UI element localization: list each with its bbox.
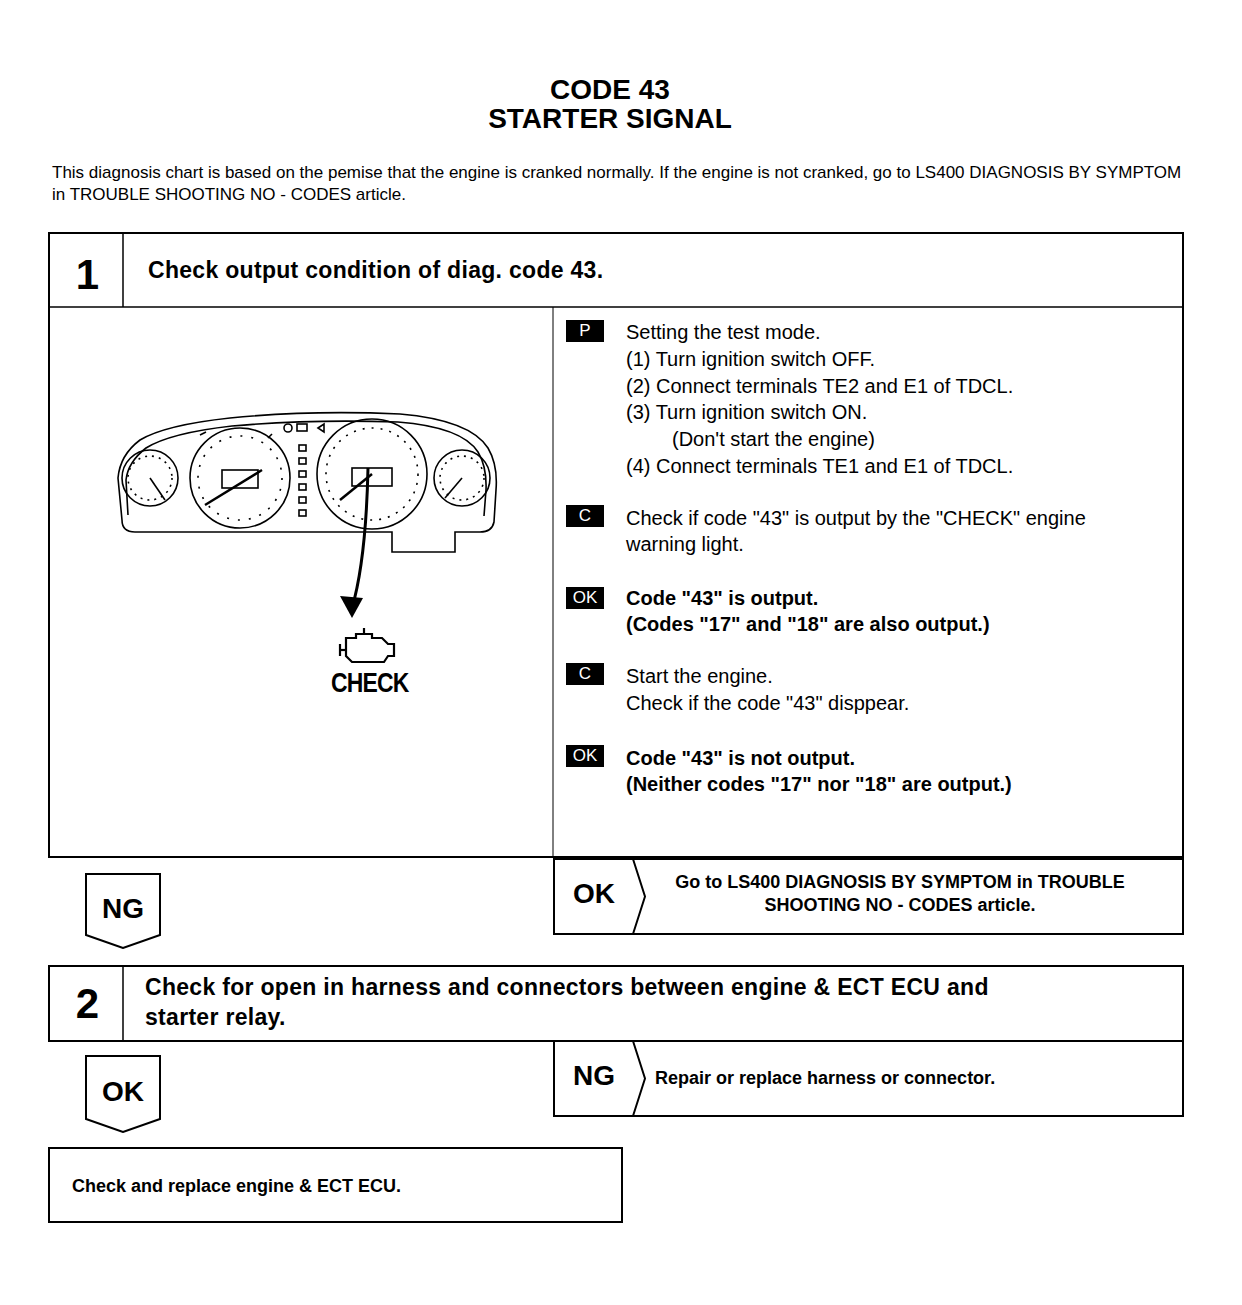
outline xyxy=(86,1056,160,1132)
instruction: Setting the test mode. xyxy=(626,319,1166,345)
action-text: Repair or replace harness or connector. xyxy=(655,1067,1155,1090)
result-text: Code "43" is output. xyxy=(626,585,1166,611)
action-text: Check and replace engine & ECT ECU. xyxy=(72,1175,612,1198)
divider xyxy=(48,306,1183,308)
result-text: Code "43" is not output. xyxy=(626,745,1166,771)
result-tag: NG xyxy=(85,873,161,949)
instruction: Check if the code "43" disppear. xyxy=(626,690,1166,716)
action-text: Go to LS400 DIAGNOSIS BY SYMPTOM in TROU… xyxy=(661,871,1139,918)
diagram-title: CODE 43 xyxy=(0,72,1220,108)
step-box: 2 Check for open in harness and connector… xyxy=(48,965,1184,1042)
pointer-arrow xyxy=(352,468,368,608)
result-word: OK xyxy=(559,876,629,912)
mode-badge: OK xyxy=(566,745,604,767)
instruction: Start the engine. xyxy=(626,663,1166,689)
step-number: 1 xyxy=(50,248,125,303)
step-title: Check output condition of diag. code 43. xyxy=(148,256,1048,286)
instruction: (Don't start the engine) xyxy=(672,426,1166,452)
result-word: NG xyxy=(85,891,161,927)
result-word: NG xyxy=(559,1058,629,1094)
result-box: OK Go to LS400 DIAGNOSIS BY SYMPTOM in TR… xyxy=(553,858,1184,935)
final-box: Check and replace engine & ECT ECU. xyxy=(48,1147,623,1223)
step-title: Check for open in harness and connectors… xyxy=(145,973,1045,1033)
note: This diagnosis chart is based on the pem… xyxy=(52,162,1192,206)
instruction: (1) Turn ignition switch OFF. xyxy=(626,346,1166,372)
result-box: NG Repair or replace harness or connector… xyxy=(553,1040,1184,1117)
arrowhead xyxy=(340,596,363,618)
instrument-cluster xyxy=(118,413,496,552)
step-number: 2 xyxy=(50,977,125,1032)
instruction: (2) Connect terminals TE2 and E1 of TDCL… xyxy=(626,373,1166,399)
result-text: (Codes "17" and "18" are also output.) xyxy=(626,611,1166,637)
outline xyxy=(554,859,1183,934)
result-tag: OK xyxy=(85,1055,161,1133)
divider xyxy=(122,232,124,307)
divider xyxy=(553,307,554,858)
outline xyxy=(554,1041,1183,1116)
mode-badge: P xyxy=(566,320,604,342)
mode-badge: OK xyxy=(566,587,604,609)
result-word: OK xyxy=(85,1074,161,1110)
divider xyxy=(122,965,124,1040)
instruction: (4) Connect terminals TE1 and E1 of TDCL… xyxy=(626,453,1166,479)
result-text: (Neither codes "17" nor "18" are output.… xyxy=(626,771,1166,797)
mode-badge: C xyxy=(566,505,604,527)
instruction: Check if code "43" is output by the "CHE… xyxy=(626,505,1126,557)
mode-badge: C xyxy=(566,663,604,685)
warning-label: CHECK xyxy=(331,666,425,701)
instruction: (3) Turn ignition switch ON. xyxy=(626,399,1166,425)
engine-icon xyxy=(340,628,394,662)
outline xyxy=(86,874,160,948)
subtitle: STARTER SIGNAL xyxy=(0,101,1220,137)
step-box: 1 Check output condition of diag. code 43… xyxy=(48,232,1184,858)
